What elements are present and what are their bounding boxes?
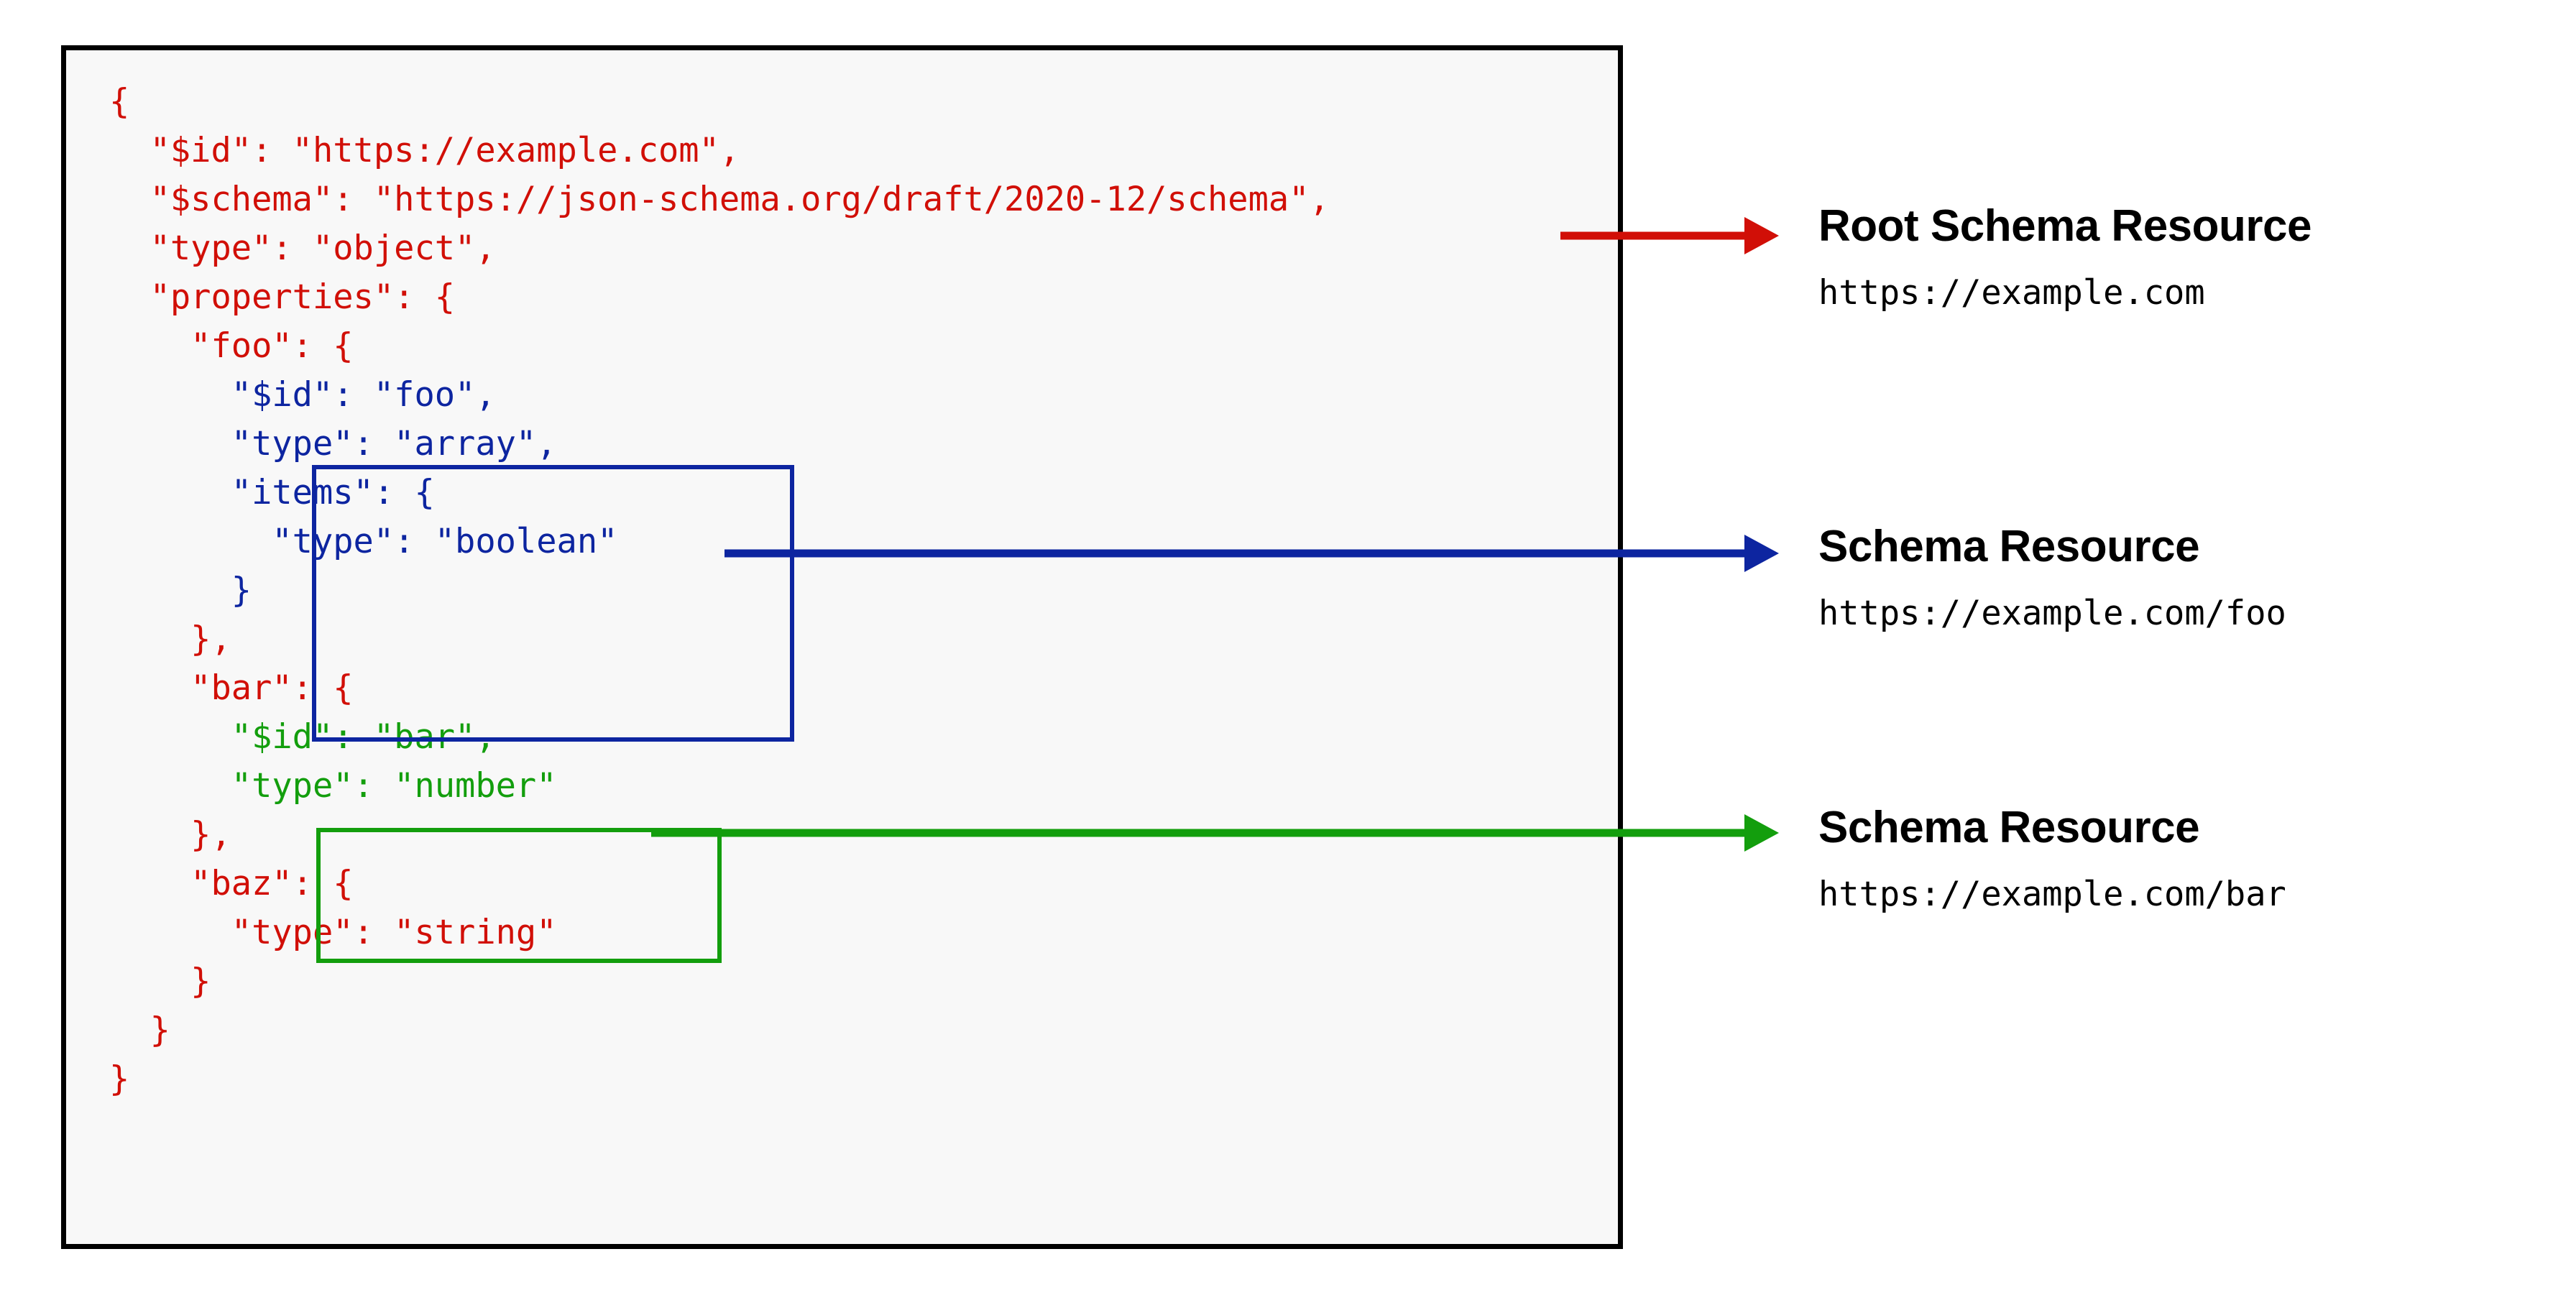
bar-schema-arrow — [651, 814, 1779, 852]
code-line: } — [109, 1010, 170, 1050]
callout-title: Schema Resource — [1818, 522, 2200, 571]
code-line: "foo": { — [109, 326, 354, 366]
code-line: } — [109, 571, 252, 610]
callout-bar-schema-resource: Schema Resource https://example.com/bar — [1818, 803, 2537, 915]
code-line: "type": "array", — [109, 424, 557, 464]
code-line: }, — [109, 619, 231, 659]
arrow-head-icon — [1744, 217, 1779, 254]
code-line: "$id": "https://example.com", — [109, 131, 740, 170]
callout-uri: https://example.com/bar — [1818, 875, 2286, 914]
foo-schema-arrow — [724, 535, 1779, 572]
callout-title: Root Schema Resource — [1818, 201, 2312, 251]
json-code-panel: { "$id": "https://example.com", "$schema… — [61, 45, 1623, 1249]
callout-uri: https://example.com — [1818, 273, 2205, 313]
arrow-shaft — [724, 549, 1745, 558]
arrow-head-icon — [1744, 814, 1779, 852]
code-line: "items": { — [109, 473, 435, 512]
callout-title: Schema Resource — [1818, 803, 2200, 852]
arrow-head-icon — [1744, 535, 1779, 572]
code-line: "$id": "foo", — [109, 375, 496, 415]
code-line: "$schema": "https://json-schema.org/draf… — [109, 180, 1330, 219]
code-line: "type": "string" — [109, 913, 557, 952]
code-line: "type": "number" — [109, 766, 557, 806]
code-line: } — [109, 1059, 130, 1099]
arrow-shaft — [1560, 231, 1749, 240]
code-line: }, — [109, 815, 231, 854]
callout-root-schema-resource: Root Schema Resource https://example.com — [1818, 201, 2537, 313]
code-line: "type": "object", — [109, 229, 496, 268]
json-code-listing: { "$id": "https://example.com", "$schema… — [109, 78, 1330, 1104]
root-schema-arrow — [1560, 217, 1779, 254]
code-line: } — [109, 962, 211, 1001]
callout-foo-schema-resource: Schema Resource https://example.com/foo — [1818, 522, 2537, 634]
arrow-shaft — [651, 829, 1745, 837]
callout-uri: https://example.com/foo — [1818, 594, 2286, 633]
code-line: "bar": { — [109, 668, 354, 708]
code-line: "$id": "bar", — [109, 717, 496, 757]
code-line: { — [109, 82, 130, 121]
code-line: "baz": { — [109, 864, 354, 903]
code-line: "type": "boolean" — [109, 522, 618, 561]
code-line: "properties": { — [109, 277, 456, 317]
